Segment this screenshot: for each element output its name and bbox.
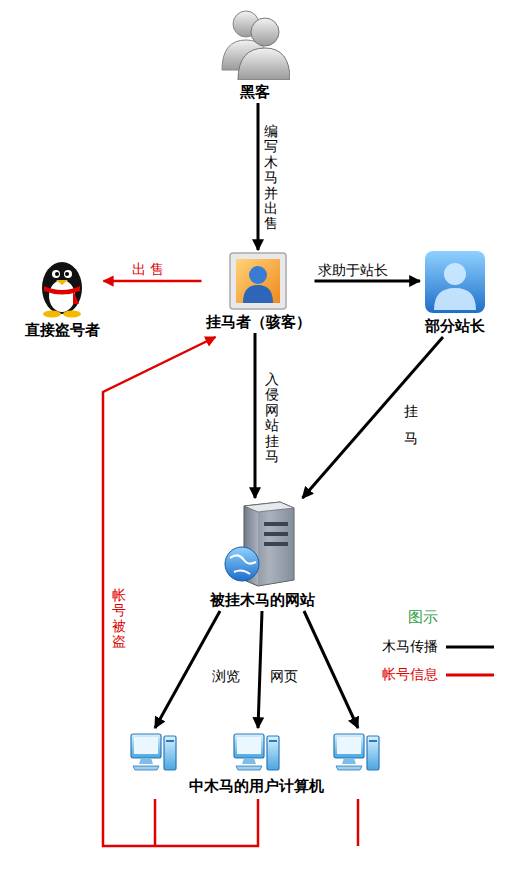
icon-graphic bbox=[222, 11, 290, 80]
legend-text: 帐号信息 bbox=[382, 666, 438, 684]
computers-node: 中木马的用户计算机 bbox=[122, 730, 391, 795]
node-label: 中木马的用户计算机 bbox=[189, 777, 324, 795]
thief-node: 直接盗号者 bbox=[23, 258, 102, 339]
connector bbox=[303, 337, 444, 498]
website-node: 被挂木马的网站 bbox=[208, 500, 317, 609]
icon-graphic bbox=[334, 734, 379, 770]
connector bbox=[315, 280, 421, 283]
icon-graphic bbox=[425, 251, 485, 313]
legend-line bbox=[446, 646, 494, 649]
bracket-stem bbox=[154, 799, 157, 846]
node-label: 直接盗号者 bbox=[25, 321, 100, 339]
node-icon bbox=[124, 730, 389, 774]
node-icon bbox=[220, 8, 290, 80]
node-label: 挂马者（骇客） bbox=[206, 313, 311, 331]
edge-label: 帐号被盗 bbox=[112, 588, 126, 650]
edge-label: 网页 bbox=[270, 668, 298, 685]
node-label: 被挂木马的网站 bbox=[210, 591, 315, 609]
node-label: 部分站长 bbox=[425, 317, 485, 335]
node-icon bbox=[222, 500, 302, 588]
legend-row: 帐号信息 bbox=[382, 661, 496, 689]
bracket-stem bbox=[357, 799, 360, 846]
connector bbox=[258, 611, 262, 728]
legend-line-sample bbox=[444, 642, 496, 652]
legend-text: 木马传播 bbox=[382, 638, 438, 656]
hacker-icon-node: 黑客 bbox=[218, 8, 292, 101]
edge-label: 求助于站长 bbox=[318, 262, 388, 279]
connector bbox=[104, 280, 202, 283]
node-label: 黑客 bbox=[240, 83, 270, 101]
icon-graphic bbox=[131, 734, 176, 770]
icon-graphic bbox=[230, 253, 286, 309]
connector bbox=[257, 103, 260, 250]
icon-graphic bbox=[42, 262, 82, 318]
legend: 图示木马传播帐号信息 bbox=[382, 608, 496, 689]
legend-heading: 图示 bbox=[408, 608, 496, 627]
connector bbox=[254, 333, 257, 498]
edge-label: 入侵网站挂马 bbox=[265, 372, 279, 464]
legend-line-sample bbox=[444, 670, 496, 680]
node-icon bbox=[35, 258, 90, 318]
connector bbox=[155, 611, 220, 728]
edge-label: 出 售 bbox=[132, 261, 164, 278]
webmaster-node: 部分站长 bbox=[422, 250, 488, 335]
node-icon bbox=[424, 250, 486, 314]
icon-graphic bbox=[225, 502, 294, 586]
edge-label: 编写木马并出售 bbox=[264, 124, 278, 232]
edge-label: 挂 马 bbox=[404, 398, 418, 451]
icon-graphic bbox=[234, 734, 279, 770]
legend-line bbox=[446, 674, 494, 677]
node-icon bbox=[229, 252, 287, 310]
connector bbox=[304, 611, 358, 728]
attacker-node: 挂马者（骇客） bbox=[204, 252, 313, 331]
edge-label: 浏览 bbox=[212, 668, 240, 685]
legend-row: 木马传播 bbox=[382, 633, 496, 661]
